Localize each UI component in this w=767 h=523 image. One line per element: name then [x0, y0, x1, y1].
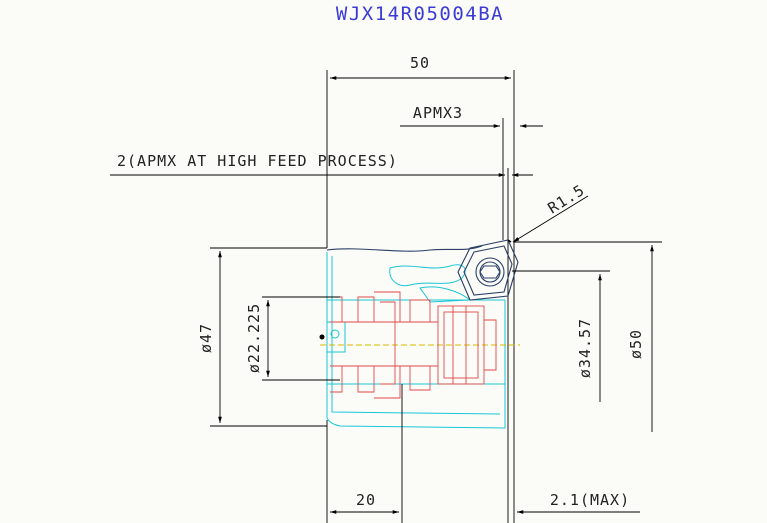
- dim-max-21: 2.1(MAX): [517, 491, 640, 514]
- dim-radius: R1.5: [512, 181, 589, 243]
- dim-dia-22-label: ø22.225: [245, 303, 263, 373]
- dim-max-21-label: 2.1(MAX): [550, 491, 630, 509]
- dim-dia-34: ø34.57: [512, 270, 610, 402]
- dim-apmx-high-feed-label: 2(APMX AT HIGH FEED PROCESS): [117, 152, 398, 170]
- dim-dia-50-label: ø50: [627, 329, 645, 359]
- dim-dia-34-label: ø34.57: [576, 318, 594, 378]
- dim-apmx-high-feed: 2(APMX AT HIGH FEED PROCESS): [110, 152, 533, 523]
- body-top-edge: [326, 245, 483, 252]
- dim-dia-22: ø22.225: [245, 296, 340, 381]
- dim-dia-47-label: ø47: [197, 323, 215, 353]
- cutting-insert: [457, 239, 519, 301]
- cutter-body: [320, 252, 520, 429]
- dim-dia-50: ø50: [514, 241, 662, 432]
- dim-overall-length-label: 50: [410, 54, 430, 72]
- dim-depth-20: 20: [326, 384, 403, 523]
- dim-overall-length: 50: [326, 54, 515, 523]
- dim-dia-47: ø47: [197, 247, 327, 427]
- drawing-title: WJX14R05004BA: [336, 3, 504, 25]
- dim-depth-20-label: 20: [356, 491, 376, 509]
- dim-apmx-label: APMX3: [413, 104, 463, 122]
- dim-apmx: APMX3: [400, 104, 543, 240]
- dim-radius-label: R1.5: [545, 181, 589, 218]
- bore-detail: [330, 291, 497, 399]
- center-mark: [319, 334, 325, 340]
